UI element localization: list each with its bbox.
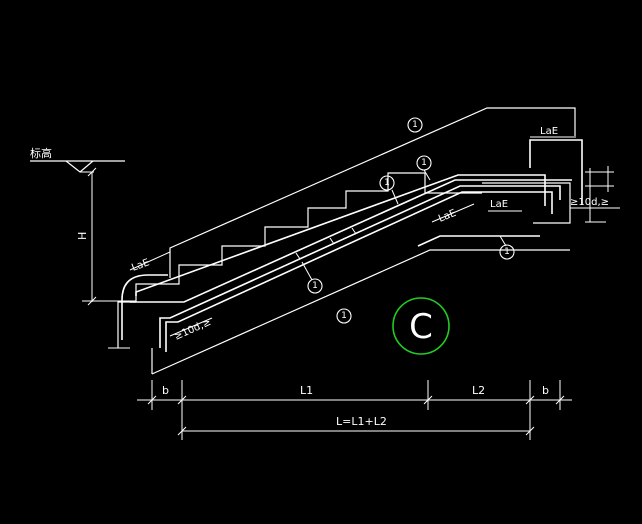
elevation-marker: 标高 xyxy=(30,146,125,173)
bend-label-bottom: ≥10d,≥ xyxy=(173,317,213,343)
bar-tag: 1 xyxy=(379,175,399,205)
height-dimension: H xyxy=(76,167,136,306)
bar-tag: 1 xyxy=(416,155,432,181)
dim-l2: L2 xyxy=(472,384,485,397)
dim-b-right: b xyxy=(542,384,549,397)
svg-text:1: 1 xyxy=(504,247,510,257)
horizontal-dimensions: b L1 L2 b L=L1+L2 xyxy=(137,380,572,440)
svg-text:1: 1 xyxy=(312,281,318,291)
rebar-lines xyxy=(121,139,583,352)
bar-tag: 1 xyxy=(301,261,323,294)
bar-tag: 1 xyxy=(499,235,515,260)
lae-label-bottom: LaE xyxy=(130,257,151,274)
dim-total: L=L1+L2 xyxy=(336,415,387,428)
svg-text:1: 1 xyxy=(421,158,427,168)
bar-tag: 1 xyxy=(336,308,352,324)
dim-l1: L1 xyxy=(300,384,313,397)
snap-letter: C xyxy=(409,307,433,347)
lae-label-middle: LaE xyxy=(437,208,458,225)
bar-tags: 1 1 1 1 1 1 xyxy=(301,117,515,324)
stair-outline xyxy=(108,107,576,375)
elevation-label: 标高 xyxy=(30,146,52,160)
lae-label-top: LaE xyxy=(540,126,558,137)
svg-text:1: 1 xyxy=(341,311,347,321)
svg-text:1: 1 xyxy=(412,120,418,130)
dim-b-left: b xyxy=(162,384,169,397)
svg-text:1: 1 xyxy=(384,178,390,188)
height-label: H xyxy=(76,232,89,240)
bar-tag: 1 xyxy=(407,117,423,133)
lae-label-right: LaE xyxy=(490,199,508,210)
circle-c-icon[interactable]: C xyxy=(392,297,450,355)
